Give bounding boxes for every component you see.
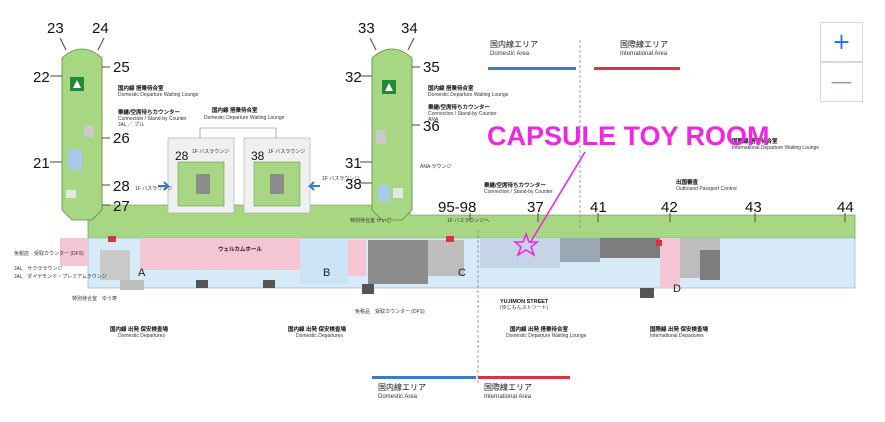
svg-text:Domestic Departure Waiting Lou: Domestic Departure Waiting Lounge [506,333,587,339]
svg-text:Connection / Stand-by Counter: Connection / Stand-by Counter [484,189,553,195]
inset-28-note: 1F バスラウンジ [192,148,229,155]
svg-text:International Area: International Area [484,394,532,400]
svg-text:国際線 出発 保安検査場: 国際線 出発 保安検査場 [650,325,709,333]
concourse-c: C [458,267,466,279]
svg-text:(ゆじもんストリート): (ゆじもんストリート) [500,305,549,311]
svg-text:Connection / Stand-by Counter: Connection / Stand-by Counter [118,116,187,122]
svg-text:Domestic Departure Waiting Lou: Domestic Departure Waiting Lounge [118,92,199,98]
area-legend-bottom: 国内線エリア Domestic Area 国際線エリア Internationa… [372,376,570,400]
capsule-toy-room-label: CAPSULE TOY ROOM [487,121,770,151]
svg-text:Outbound Passport Control: Outbound Passport Control [676,186,737,192]
svg-text:International Departures: International Departures [650,333,704,339]
gate-37: 37 [527,199,544,216]
gate-25: 25 [113,59,130,76]
svg-text:Domestic Area: Domestic Area [490,51,530,57]
svg-text:Domestic Departures: Domestic Departures [296,333,343,339]
svg-text:国内線 搭乗待合室: 国内線 搭乗待合室 [428,84,474,92]
left-pier [61,48,103,221]
gate-33: 33 [358,20,375,37]
svg-text:JAL サクララウンジ: JAL サクララウンジ [14,265,62,272]
gate-38: 38 [345,176,362,193]
right-pier [371,48,413,221]
gate-95-98-note: 1F バスラウンジへ [447,217,489,224]
gate-28: 28 [113,178,130,195]
gate-23: 23 [47,20,64,37]
svg-text:ウェルカムホール: ウェルカムホール [218,245,262,253]
gate-36: 36 [423,118,440,135]
svg-text:Domestic Departures: Domestic Departures [118,333,165,339]
concourse-d: D [673,283,681,295]
gate-43: 43 [745,199,762,216]
svg-text:Domestic Area: Domestic Area [378,394,418,400]
gate-41: 41 [590,199,607,216]
svg-text:国内線エリア: 国内線エリア [378,382,426,392]
gate-28-note: 1F バスラウンジ [135,185,172,192]
gate-24: 24 [92,20,109,37]
svg-text:YUJIMON STREET: YUJIMON STREET [500,299,549,305]
gate-31: 31 [345,155,362,172]
svg-text:乗継/空席待ちカウンター: 乗継/空席待ちカウンター [118,108,181,116]
concourse-b: B [323,267,330,279]
svg-text:Connection / Stand-by Counter: Connection / Stand-by Counter [428,111,497,117]
inset-gate-38: 38 [251,149,265,163]
gate-95-98: 95-98 [438,199,476,216]
svg-text:出国審査: 出国審査 [676,178,699,186]
svg-text:乗継/空席待ちカウンター: 乗継/空席待ちカウンター [428,103,491,111]
gate-27: 27 [113,198,130,215]
svg-text:国内線 出発 保安検査場: 国内線 出発 保安検査場 [288,325,347,333]
gate-26: 26 [113,130,130,147]
facility-labels: 国内線 搭乗待合室 Domestic Departure Waiting Lou… [14,84,819,339]
area-dividers [477,40,581,385]
inset-title-jp: 国内線 搭乗待合室 [212,106,258,114]
gate-35: 35 [423,59,440,76]
svg-text:International Departure Waitin: International Departure Waiting Lounge [732,145,819,151]
svg-text:Domestic Departure Waiting Lou: Domestic Departure Waiting Lounge [428,92,509,98]
area-legend-top: 国内線エリア Domestic Area 国際線エリア Internationa… [488,39,680,70]
svg-text:国内線エリア: 国内線エリア [490,39,538,49]
gate-42: 42 [661,199,678,216]
inset-title-en: Domestic Departure Waiting Lounge [204,115,285,121]
svg-text:JAL ／ ブル: JAL ／ ブル [118,121,144,128]
gate-34: 34 [401,20,418,37]
bus-lounge-insets [158,127,320,214]
svg-text:ANA: ANA [428,117,439,123]
svg-text:国際線 搭乗待合室: 国際線 搭乗待合室 [732,137,778,145]
jet-bridges [50,37,846,222]
gate-21: 21 [33,155,50,172]
gate-22: 22 [33,69,50,86]
inset-gate-28: 28 [175,149,189,163]
concourse-letters: A B C D [138,267,681,295]
gate-32: 32 [345,69,362,86]
capsule-toy-highlight: CAPSULE TOY ROOM [487,121,770,257]
svg-text:International Area: International Area [620,51,668,57]
inset-38-note: 1F バスラウンジ [268,148,305,155]
gate-38-note: 1F バスラウンジ [322,175,359,182]
capsule-toy-star-icon [512,231,540,257]
gate-44: 44 [837,199,854,216]
svg-text:国内線 出発 搭乗待合室: 国内線 出発 搭乗待合室 [510,325,569,333]
zoom-in-button[interactable]: + [820,22,863,62]
svg-text:ANA ラウンジ: ANA ラウンジ [420,163,451,170]
gate-labels: 23 24 22 25 26 21 28 27 33 34 32 35 36 3… [33,20,854,216]
svg-text:国内線 搭乗待合室: 国内線 搭乗待合室 [118,84,164,92]
concourse-a: A [138,267,146,279]
svg-text:国内線 出発 保安検査場: 国内線 出発 保安検査場 [110,325,169,333]
svg-text:特別待合室 ゆう寿: 特別待合室 ゆう寿 [72,295,117,302]
svg-text:免税品 受取カウンター (DFS): 免税品 受取カウンター (DFS) [355,308,425,315]
svg-text:特別待合室 せいご: 特別待合室 せいご [350,217,391,224]
zoom-out-button[interactable]: — [820,62,863,102]
welcome-hall-area [140,238,300,270]
svg-text:国際線エリア: 国際線エリア [484,382,532,392]
svg-text:JAL ダイヤモンド・プレミアムラウンジ: JAL ダイヤモンド・プレミアムラウンジ [14,273,107,280]
svg-text:免税店 受取カウンター (DFS): 免税店 受取カウンター (DFS) [14,250,84,257]
svg-text:乗継/空席待ちカウンター: 乗継/空席待ちカウンター [484,181,547,189]
svg-text:国際線エリア: 国際線エリア [620,39,668,49]
main-terminal [60,236,856,298]
